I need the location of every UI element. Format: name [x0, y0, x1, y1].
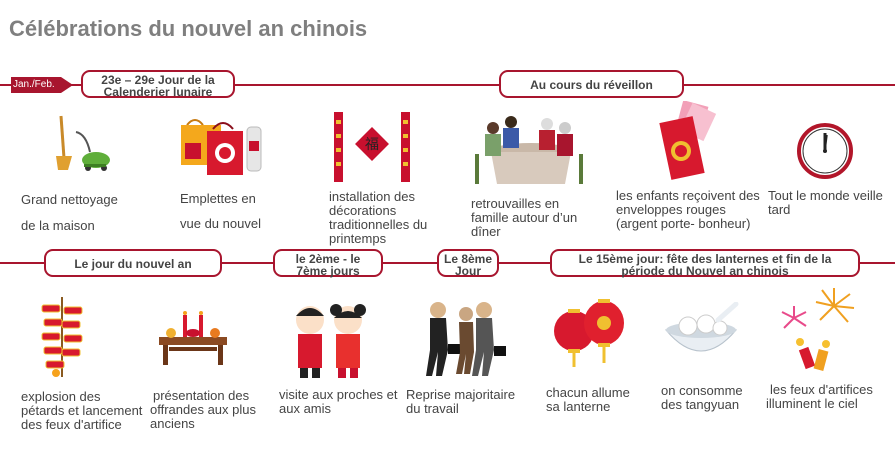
offering-table-icon [159, 311, 227, 365]
month-tag: Jan./Feb. [11, 77, 73, 93]
header-new-year-day: Le jour du nouvel an [44, 249, 222, 277]
header-lunar-days: 23e – 29e Jour de la Calenderier lunaire [81, 70, 235, 98]
caption-visits: visite aux proches et aux amis [279, 387, 398, 416]
header-day8: Le 8ème Jour [437, 249, 499, 277]
caption-stay-up: Tout le monde veille tard [768, 188, 883, 217]
children-greeting-icon [296, 304, 366, 378]
fireworks-icon [781, 288, 855, 371]
vacuum-broom-icon [56, 115, 110, 171]
caption-tangyuan: on consomme des tangyuan [661, 383, 743, 412]
caption-shopping-line2: vue du nouvel [180, 216, 261, 231]
caption-shopping-line1: Emplettes en [180, 191, 256, 206]
caption-offerings: présentation des offrandes aux plus anci… [150, 388, 256, 431]
timeline-line-top [0, 84, 895, 86]
month-tag-label: Jan./Feb. [11, 77, 61, 93]
caption-cleaning-line1: Grand nettoyage [21, 192, 118, 207]
caption-red-envelopes: les enfants reçoivent des enveloppes rou… [616, 188, 760, 231]
family-dinner-icon [475, 116, 583, 184]
caption-fireworks: les feux d'artifices illuminent le ciel [766, 382, 873, 411]
firecrackers-icon [41, 297, 83, 377]
header-day2-to-7: le 2ème - le 7ème jours [273, 249, 383, 277]
caption-lanterns: chacun allume sa lanterne [546, 385, 630, 414]
lanterns-icon [554, 299, 624, 367]
header-day15: Le 15ème jour: fête des lanternes et fin… [550, 249, 860, 277]
caption-firecrackers: explosion des pétards et lancement des f… [21, 389, 143, 432]
clock-icon [797, 123, 853, 179]
month-tag-arrow [61, 77, 73, 93]
red-envelope-icon [659, 101, 717, 180]
caption-cleaning-line2: de la maison [21, 218, 95, 233]
shopping-bags-icon [181, 119, 262, 175]
caption-decorations: installation des décorations traditionne… [329, 189, 428, 246]
businessmen-icon [426, 302, 506, 376]
caption-family-dinner: retrouvailles en famille autour d’un dîn… [471, 196, 578, 239]
svg-text:福: 福 [365, 137, 379, 153]
couplets-icon: 福 [334, 112, 410, 182]
caption-back-to-work: Reprise majoritaire du travail [406, 387, 516, 416]
page-title: Célébrations du nouvel an chinois [9, 16, 368, 41]
tangyuan-bowl-icon [664, 302, 739, 352]
header-eve: Au cours du réveillon [499, 70, 684, 98]
